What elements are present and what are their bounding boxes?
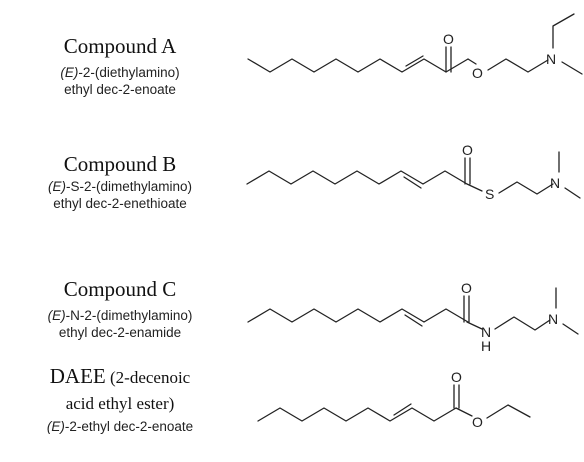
daee-label-group: DAEE (2-decenoic acid ethyl ester) (E)-2… xyxy=(0,364,240,435)
methyl-down xyxy=(564,187,581,199)
compound-c-iupac-line1: (E)-N-2-(dimethylamino) xyxy=(0,307,240,324)
double-bond-second-line xyxy=(405,55,424,67)
compound-c-iupac-line2: ethyl dec-2-enamide xyxy=(58,325,182,340)
compound-a-structure: O O N xyxy=(247,13,583,81)
methyl-down xyxy=(562,323,579,335)
compound-b-iupac-line1: (E)-S-2-(dimethylamino) xyxy=(0,178,240,195)
atom-label: O xyxy=(472,65,483,81)
stereo-prefix: (E) xyxy=(46,419,65,434)
compound-c-name: Compound C xyxy=(63,277,177,301)
compound-c-structure: O N H N xyxy=(247,280,579,354)
compound-b-structure: O S N xyxy=(246,142,581,202)
ester-bond xyxy=(455,407,473,417)
daee-name-paren: (2-decenoic xyxy=(105,368,191,387)
atom-label: N xyxy=(481,324,491,340)
atom-label: O xyxy=(472,414,483,430)
ester-bond xyxy=(467,58,477,65)
atom-label: O xyxy=(451,369,462,385)
ethyl-group xyxy=(486,404,531,419)
double-bond-second-line xyxy=(403,176,422,189)
compound-a-iupac-line1: (E)-2-(diethylamino) xyxy=(0,64,240,81)
atom-label: H xyxy=(481,338,491,354)
compound-b-name: Compound B xyxy=(63,152,177,176)
iupac-text: -2-ethyl dec-2-enoate xyxy=(64,419,194,434)
atom-label: N xyxy=(550,175,560,191)
atom-label: O xyxy=(461,280,472,296)
daee-name-line2: acid ethyl ester) xyxy=(65,394,175,413)
stereo-prefix: (E) xyxy=(47,308,66,323)
ethylene-linker xyxy=(498,181,554,195)
compound-a-label-group: Compound A (E)-2-(diethylamino) ethyl de… xyxy=(0,34,240,98)
thioester-bond xyxy=(466,183,483,192)
stereo-prefix: (E) xyxy=(47,179,66,194)
atom-label: N xyxy=(548,311,558,327)
ethyl-substituent-2 xyxy=(561,61,583,75)
daee-name-line1: DAEE (2-decenoic xyxy=(0,364,240,390)
daee-name: DAEE xyxy=(49,364,106,388)
atom-label: O xyxy=(443,31,454,47)
compound-a-name: Compound A xyxy=(63,34,177,58)
daee-iupac-line1: (E)-2-ethyl dec-2-enoate xyxy=(0,418,240,435)
ethylene-linker xyxy=(487,58,549,73)
amide-bond xyxy=(466,321,483,330)
ethylene-linker xyxy=(494,316,551,331)
double-bond-second-line xyxy=(404,314,423,327)
compound-c-label-group: Compound C (E)-N-2-(dimethylamino) ethyl… xyxy=(0,277,240,341)
alkyl-chain xyxy=(257,407,457,422)
iupac-text: -S-2-(dimethylamino) xyxy=(65,179,193,194)
alkyl-chain xyxy=(246,170,468,185)
atom-label: O xyxy=(462,142,473,158)
double-bond-second-line xyxy=(393,403,412,416)
daee-structure: O O xyxy=(257,369,531,430)
atom-label: N xyxy=(546,51,556,67)
atom-label: S xyxy=(485,186,494,202)
ethyl-substituent-1 xyxy=(552,13,575,49)
compound-a-iupac-line2: ethyl dec-2-enoate xyxy=(64,82,176,97)
iupac-text: -N-2-(dimethylamino) xyxy=(65,308,193,323)
compound-b-iupac-line2: ethyl dec-2-enethioate xyxy=(53,196,187,211)
compound-b-label-group: Compound B (E)-S-2-(dimethylamino) ethyl… xyxy=(0,152,240,212)
alkyl-chain xyxy=(247,308,469,323)
iupac-text: -2-(diethylamino) xyxy=(78,65,180,80)
alkyl-chain xyxy=(247,58,469,73)
stereo-prefix: (E) xyxy=(60,65,79,80)
